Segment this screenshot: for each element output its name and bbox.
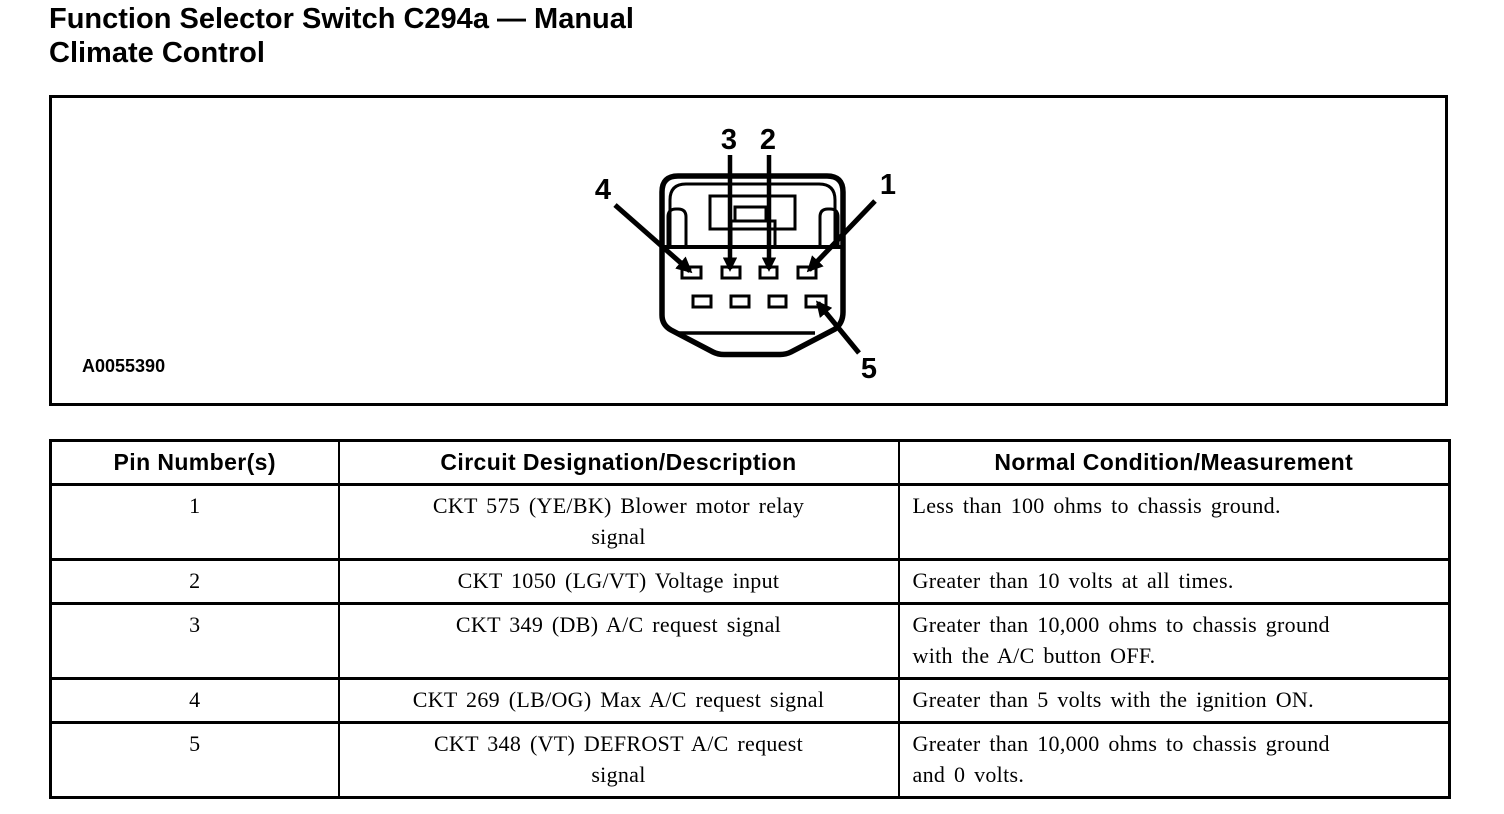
pin-number-cell: 2: [49, 558, 340, 605]
table-row-pin-3: 3 CKT 349 (DB) A/C request signal Greate…: [49, 602, 1451, 680]
condition-cell: Less than 100 ohms to chassis ground.: [897, 483, 1451, 561]
pin-label-2: 2: [760, 124, 776, 156]
connector-inner-outline: [668, 182, 837, 247]
pin-table-header-row: Pin Number(s) Circuit Designation/Descri…: [49, 439, 1451, 486]
page-title-line1: Function Selector Switch C294a — Manual: [49, 3, 634, 35]
pin-number-cell: 4: [49, 677, 340, 724]
table-row-pin-4: 4 CKT 269 (LB/OG) Max A/C request signal…: [49, 677, 1451, 724]
pin-label-1: 1: [880, 169, 896, 201]
pin-label-3: 3: [721, 124, 737, 156]
condition-cell: Greater than 5 volts with the ignition O…: [897, 677, 1451, 724]
connector-latch-outer: [708, 194, 797, 231]
pin-number-cell: 3: [49, 602, 340, 680]
table-row-pin-5: 5 CKT 348 (VT) DEFROST A/C request signa…: [49, 721, 1451, 799]
pin-table: Pin Number(s) Circuit Designation/Descri…: [49, 439, 1451, 799]
table-row-pin-2: 2 CKT 1050 (LG/VT) Voltage input Greater…: [49, 558, 1451, 605]
circuit-cell: CKT 348 (VT) DEFROST A/C request signal: [337, 721, 900, 799]
figure-id-label: A0055390: [82, 356, 166, 376]
condition-cell: Greater than 10,000 ohms to chassis grou…: [897, 721, 1451, 799]
connector-body-outline: [659, 173, 846, 358]
header-pin-numbers: Pin Number(s): [49, 439, 340, 486]
pin-label-4: 4: [595, 174, 611, 206]
pin-cavity-row2-a: [691, 294, 713, 309]
pin-number-cell: 5: [49, 721, 340, 799]
circuit-cell: CKT 575 (YE/BK) Blower motor relay signa…: [337, 483, 900, 561]
circuit-cell: CKT 349 (DB) A/C request signal: [337, 602, 900, 680]
header-circuit-designation: Circuit Designation/Description: [337, 439, 900, 486]
callout-line-1: [806, 199, 877, 273]
circuit-cell: CKT 269 (LB/OG) Max A/C request signal: [337, 677, 900, 724]
connector-figure-frame: 3 2 4 1 5 A0055390: [49, 95, 1448, 406]
header-normal-condition: Normal Condition/Measurement: [897, 439, 1451, 486]
table-row-pin-1: 1 CKT 575 (YE/BK) Blower motor relay sig…: [49, 483, 1451, 561]
callout-line-4: [613, 203, 693, 274]
connector-diagram: 3 2 4 1 5: [595, 124, 896, 385]
circuit-cell: CKT 1050 (LG/VT) Voltage input: [337, 558, 900, 605]
pin-cavity-row2-b: [729, 294, 751, 309]
pin-number-cell: 1: [49, 483, 340, 561]
condition-cell: Greater than 10 volts at all times.: [897, 558, 1451, 605]
page-title: Function Selector Switch C294a — Manual …: [49, 2, 634, 70]
page-title-line2: Climate Control: [49, 37, 265, 69]
pin-label-5: 5: [861, 353, 877, 385]
connector-right-tab: [818, 207, 840, 247]
condition-cell: Greater than 10,000 ohms to chassis grou…: [897, 602, 1451, 680]
connector-latch-inner: [733, 205, 768, 223]
connector-left-tab: [666, 207, 688, 247]
callout-line-5: [815, 300, 861, 355]
pin-cavity-row2-c: [767, 294, 788, 309]
